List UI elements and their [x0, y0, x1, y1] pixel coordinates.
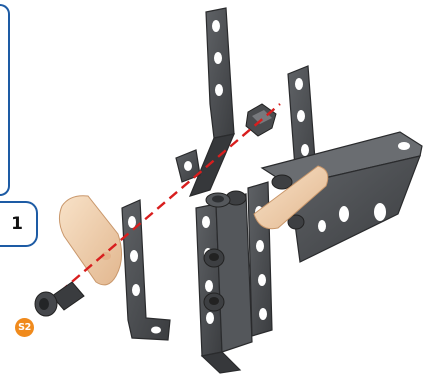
screw-icon	[35, 282, 84, 316]
plastic-piece-left	[59, 196, 121, 285]
bracket-left	[122, 200, 170, 340]
long-strip-front	[196, 194, 252, 373]
part-code-badge: S2	[15, 318, 34, 337]
bent-strip-middle	[176, 150, 200, 182]
washer-icon	[206, 193, 230, 207]
